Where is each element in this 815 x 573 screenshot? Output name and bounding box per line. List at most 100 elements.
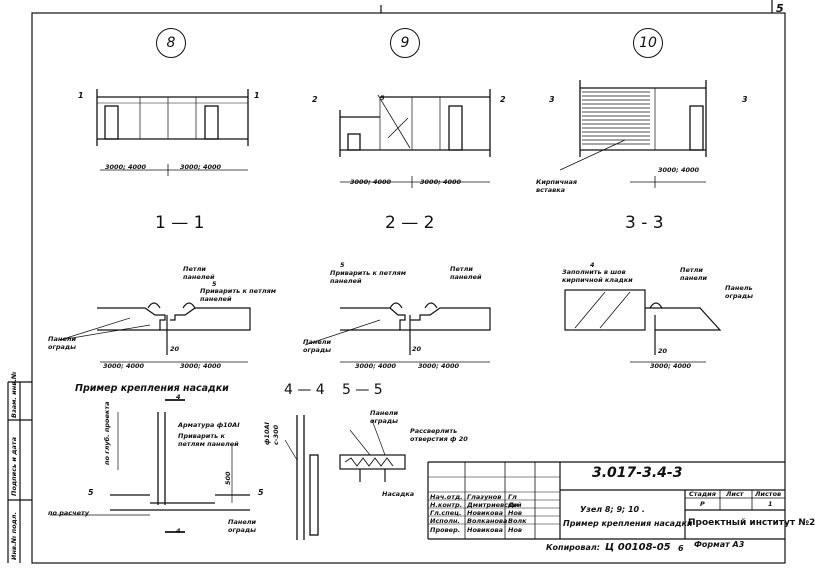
format-label: Формат А3 [694, 540, 745, 549]
sec2-d20: 20 [412, 345, 422, 353]
sec2-weld: Приварить к петлям панелей [330, 269, 407, 285]
example-fence: Панели ограды [228, 518, 257, 535]
sec1-num: 5 [212, 280, 217, 288]
tb-role-3: Исполн. [430, 517, 460, 525]
doc-code: 3.017-3.4-3 [592, 465, 683, 481]
sec3-fill: Заполнить в шов кирпичной кладки [562, 268, 633, 284]
plan-node-9 [339, 89, 491, 188]
example-cut4-bottom: 4 [176, 527, 181, 535]
tb-sign-4: Нов [508, 526, 523, 534]
plan-node-8 [96, 89, 249, 176]
sec3-loops: Петли панели [680, 266, 708, 283]
tb-sheets: 1 [768, 500, 773, 508]
sec2-dim-b: 3000; 4000 [418, 362, 460, 370]
example-detail [50, 399, 250, 533]
detail55-nozzle: Насадка [382, 490, 415, 498]
cut-mark-1-right: 1 [254, 91, 260, 100]
section-1-1 [59, 302, 251, 363]
sec1-fence: Панели ограды [48, 335, 77, 352]
copied-code: Ц 00108-05 [605, 542, 671, 553]
section-3-3 [564, 289, 722, 363]
tb-role-4: Провер. [430, 526, 461, 534]
sec3-fence: Панель ограды [725, 284, 754, 301]
tb-sign-2: Нов [508, 509, 523, 517]
tb-role-1: Н.контр. [430, 501, 463, 509]
sec2-fence: Панели ограды [303, 338, 332, 355]
section-title-5-5: 5 — 5 [342, 382, 383, 398]
callout-5: 5 [380, 94, 385, 102]
sec1-weld: Приварить к петлям панелей [200, 287, 277, 303]
section-title-3-3: 3 - 3 [625, 213, 664, 233]
cut-mark-3-right: 3 [742, 95, 748, 104]
example-depth: по глуб. проекта [103, 401, 111, 465]
tb-name-0: Глазунов [467, 493, 502, 501]
sec2-loops: Петли панелей [450, 265, 482, 282]
tb-sheets-h: Листов [755, 490, 782, 498]
example-cut4: 4 [176, 393, 181, 401]
plan-node-10 [559, 80, 707, 188]
section-title-1-1: 1 — 1 [155, 213, 205, 233]
example-weld: Приварить к петлям панелей [178, 432, 239, 448]
tb-name-2: Новикова [467, 509, 503, 517]
brick-insert-label: Кирпичная вставка [536, 178, 578, 195]
brick-hatch [582, 91, 650, 145]
sec2-dim-a: 3000; 4000 [355, 362, 397, 370]
sec1-loops: Петли панелей [183, 265, 215, 282]
section-title-2-2: 2 — 2 [385, 213, 435, 233]
tb-subject-2: Пример крепления насадки [563, 519, 693, 528]
sec1-dim-a: 3000; 4000 [103, 362, 145, 370]
example-rebar: Арматура ф10АI [178, 421, 240, 429]
tb-name-1: Дмитриевский [467, 501, 522, 509]
sec3-dim: 3000; 4000 [650, 362, 692, 370]
example-d: 500 [224, 471, 232, 485]
cut-mark-3-left: 3 [549, 95, 555, 104]
tb-name-4: Новикова [467, 526, 503, 534]
tb-subject-1: Узел 8; 9; 10 . [580, 505, 645, 514]
page-number: 5 [776, 2, 784, 15]
sec1-d20: 20 [170, 345, 180, 353]
tb-stage-h: Стадия [689, 490, 716, 498]
sec3-d20: 20 [658, 347, 668, 355]
detail-4-4 [284, 415, 319, 540]
node-10-circle: 10 [633, 28, 663, 58]
copied-label: Копировал: [546, 543, 600, 552]
node-9-circle: 9 [390, 28, 420, 58]
tb-org: Проектный институт №2 [688, 518, 815, 528]
dim-9b: 3000; 4000 [420, 178, 462, 186]
cut-mark-2-left: 2 [312, 95, 318, 104]
tb-role-0: Нач.отд. [430, 493, 463, 501]
node-8-circle: 8 [156, 28, 186, 58]
sheet-frame [31, 12, 786, 564]
sec1-dim-b: 3000; 4000 [180, 362, 222, 370]
detail44-rebar: ф10АI [263, 422, 271, 445]
side-replace-inv: Взам. инв.№ [10, 371, 18, 418]
tb-role-2: Гл.спец. [430, 509, 462, 517]
tb-stage: Р [700, 500, 705, 508]
dim-10: 3000; 4000 [658, 166, 700, 174]
example-cut5-right: 5 [258, 488, 264, 497]
dim-9a: 3000; 4000 [350, 178, 392, 186]
detail55-drill: Рассверлить отверстия ф 20 [410, 427, 468, 443]
dim-8a: 3000; 4000 [105, 163, 147, 171]
example-title: Пример крепления насадки [75, 383, 229, 394]
example-by-calc: по расчету [48, 509, 89, 517]
dim-8b: 3000; 4000 [180, 163, 222, 171]
copied-num: 6 [678, 544, 684, 553]
side-inv-orig: Инв.№ подл. [10, 511, 18, 560]
tb-sheet-h: Лист [726, 490, 744, 498]
tb-name-3: Волканова [467, 517, 508, 525]
detail-5-5 [339, 419, 406, 482]
tb-sign-3: Волк [508, 517, 527, 525]
example-cut5-left: 5 [88, 488, 94, 497]
detail44-step: с-300 [272, 424, 280, 445]
cut-mark-2-right: 2 [500, 95, 506, 104]
cut-mark-1-left: 1 [78, 91, 84, 100]
section-2-2 [304, 302, 491, 363]
tb-sign-1: Дм [508, 501, 520, 509]
section-title-4-4: 4 — 4 [284, 382, 325, 398]
detail55-fence: Панели ограды [370, 409, 399, 426]
side-sign-date: Подпись и дата [10, 436, 18, 496]
tb-sign-0: Гл [508, 493, 517, 501]
title-block-grid [427, 461, 785, 540]
